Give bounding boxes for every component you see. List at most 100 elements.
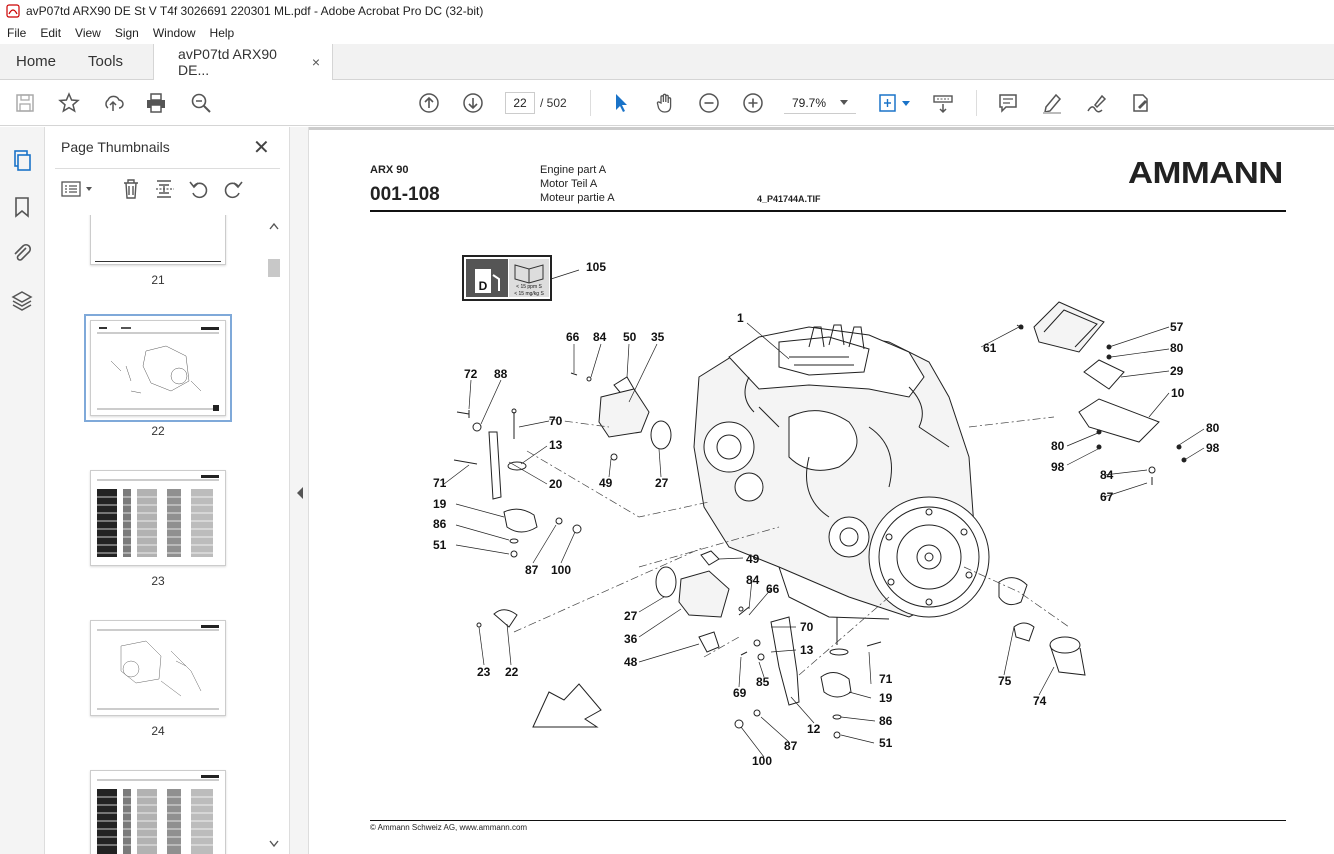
panel-divider [55, 168, 280, 169]
next-page-icon[interactable] [461, 91, 485, 115]
callout: 27 [624, 609, 638, 623]
callout: 67 [1100, 490, 1114, 504]
rotate-counterclockwise-icon[interactable] [188, 178, 210, 200]
callout: 49 [599, 476, 613, 490]
ecu-module [1016, 301, 1187, 485]
previous-page-icon[interactable] [417, 91, 441, 115]
sticker-letter: D [479, 279, 488, 293]
rotate-clockwise-icon[interactable] [222, 178, 244, 200]
engine-exploded-diagram: D < 15 ppm S < 15 mg/kg S [433, 255, 1220, 768]
close-panel-icon[interactable]: ✕ [253, 137, 270, 159]
thumbnail-page-24[interactable] [90, 620, 226, 716]
footer-copyright: © Ammann Schweiz AG, www.ammann.com [370, 823, 528, 832]
callout: 23 [477, 665, 491, 679]
tab-tools-label: Tools [88, 53, 124, 70]
callout: 70 [800, 620, 814, 634]
callout: 66 [566, 330, 580, 344]
attachments-icon[interactable] [11, 242, 33, 264]
callout: 70 [549, 414, 563, 428]
comment-icon[interactable] [996, 91, 1020, 115]
callout: 75 [998, 674, 1012, 688]
upload-icon[interactable] [101, 91, 125, 115]
callout: 50 [623, 330, 637, 344]
page-thumbnails-panel: Page Thumbnails ✕ 21 [45, 127, 290, 854]
callout: 84 [746, 573, 760, 587]
menu-help[interactable]: Help [209, 26, 235, 40]
description-en: Engine part A [540, 164, 607, 176]
tab-document[interactable]: avP07td ARX90 DE... × [153, 44, 334, 80]
callout: 100 [551, 563, 571, 577]
zoom-out-icon[interactable] [697, 91, 721, 115]
callout: 57 [1170, 320, 1184, 334]
callout: 19 [879, 691, 893, 705]
tab-tools[interactable]: Tools [72, 44, 139, 79]
bookmarks-icon[interactable] [11, 196, 33, 218]
callout: 98 [1051, 460, 1065, 474]
thumbnail-scrollbar[interactable] [267, 219, 281, 851]
panel-collapse-strip[interactable] [290, 127, 309, 854]
engine-block [693, 324, 990, 620]
fit-chevron-down-icon[interactable] [902, 101, 910, 107]
callout: 85 [756, 675, 770, 689]
thumbnail-22-preview [91, 321, 225, 415]
callout: 87 [784, 739, 798, 753]
bookmark-star-icon[interactable] [57, 91, 81, 115]
menu-window[interactable]: Window [152, 26, 196, 40]
description-fr: Moteur partie A [540, 192, 615, 204]
delete-pages-icon[interactable] [121, 178, 141, 200]
fit-page-icon[interactable] [876, 91, 900, 115]
callout: 98 [1206, 441, 1220, 455]
page-total: / 502 [540, 96, 567, 110]
thumbnail-options-icon[interactable] [61, 179, 95, 199]
thumbnail-page-21[interactable] [90, 215, 226, 265]
thumbnail-23-preview [97, 475, 219, 557]
panel-title: Page Thumbnails [61, 139, 170, 155]
highlight-pen-icon[interactable] [1040, 91, 1064, 115]
callout: 29 [1170, 364, 1184, 378]
extract-pages-icon[interactable] [154, 178, 176, 200]
thumbnail-25-preview [97, 775, 219, 854]
zoom-search-icon[interactable] [189, 91, 213, 115]
callout: 36 [624, 632, 638, 646]
thumbnail-page-25[interactable] [90, 770, 226, 854]
layers-icon[interactable] [11, 290, 33, 312]
document-view[interactable]: ARX 90 001-108 Engine part A Motor Teil … [309, 127, 1334, 854]
scroll-mode-icon[interactable] [931, 91, 955, 115]
hand-tool-icon[interactable] [653, 91, 677, 115]
zoom-level-select[interactable]: 79.7% [784, 92, 856, 114]
menu-view[interactable]: View [75, 26, 101, 40]
thumbnail-page-22[interactable] [84, 314, 232, 422]
acrobat-icon [6, 4, 20, 18]
callout: 48 [624, 655, 638, 669]
callout: 84 [593, 330, 607, 344]
callout: 80 [1051, 439, 1065, 453]
save-icon[interactable] [13, 91, 37, 115]
fuel-sticker: D < 15 ppm S < 15 mg/kg S [462, 255, 580, 301]
tab-home[interactable]: Home [0, 44, 72, 79]
page-thumbnails-icon[interactable] [11, 149, 33, 171]
sticker-line-2: < 15 mg/kg S [514, 291, 544, 297]
lower-pump-parts [655, 550, 1086, 739]
menu-sign[interactable]: Sign [114, 26, 139, 40]
select-cursor-icon[interactable] [609, 91, 633, 115]
thumbnail-label: 24 [151, 724, 165, 738]
thumbnail-page-23[interactable] [90, 470, 226, 566]
tab-bar: Home Tools avP07td ARX90 DE... × [0, 44, 1334, 80]
menu-file[interactable]: File [7, 26, 27, 40]
close-tab-icon[interactable]: × [311, 54, 321, 70]
thumbnail-list: 21 22 [45, 215, 275, 854]
fill-sign-icon[interactable] [1128, 91, 1152, 115]
zoom-in-icon[interactable] [741, 91, 765, 115]
print-icon[interactable] [144, 91, 168, 115]
callout: 1 [737, 311, 744, 325]
callout: 80 [1170, 341, 1184, 355]
page-number-input[interactable]: 22 [505, 92, 535, 114]
menu-edit[interactable]: Edit [40, 26, 62, 40]
sign-pen-icon[interactable] [1084, 91, 1108, 115]
pdf-page: ARX 90 001-108 Engine part A Motor Teil … [309, 127, 1334, 854]
callout-labels: 105 1 66 84 50 35 72 88 70 13 71 20 49 2… [433, 260, 1220, 768]
callout: 20 [549, 477, 563, 491]
toolbar-divider-2 [976, 90, 977, 116]
thumbnail-label: 23 [151, 574, 165, 588]
collapse-arrow-icon[interactable] [296, 487, 304, 499]
